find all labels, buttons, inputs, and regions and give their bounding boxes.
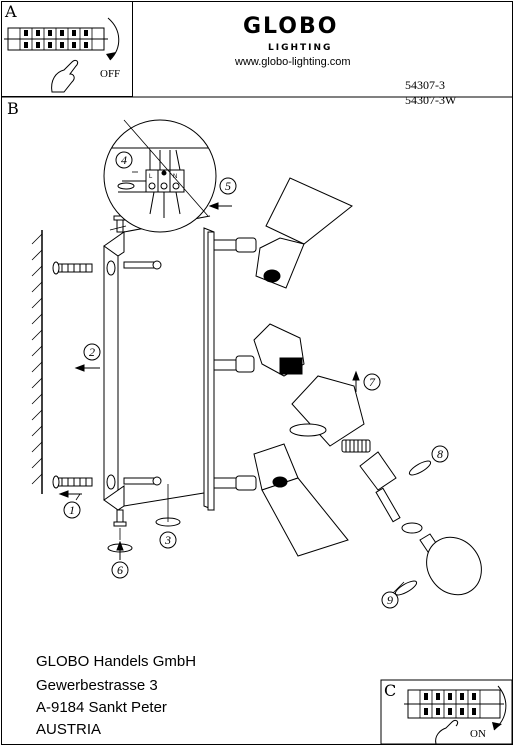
panel-c-letter: C bbox=[384, 681, 397, 700]
lamp-holder bbox=[359, 451, 423, 534]
terminal-label-n: N bbox=[173, 174, 177, 180]
spot-shade-bottom bbox=[253, 443, 349, 557]
bracket-screw bbox=[123, 260, 162, 486]
wall-screw bbox=[52, 475, 93, 489]
wiring-detail bbox=[103, 119, 217, 233]
leader-lines bbox=[75, 171, 405, 595]
wall-screw bbox=[52, 261, 93, 275]
step-9: 9 bbox=[387, 593, 393, 607]
step-1: 1 bbox=[69, 503, 75, 517]
spot-arm-bottom bbox=[213, 475, 257, 491]
arrows bbox=[58, 202, 360, 560]
panel-a-box bbox=[1, 1, 133, 97]
rotation-markers bbox=[107, 182, 432, 596]
brand-url: www.globo-lighting.com bbox=[235, 56, 351, 68]
step-2: 2 bbox=[89, 345, 95, 359]
address-line-2: Gewerbestrasse 3 bbox=[36, 677, 158, 694]
step-numbers: 1 2 3 4 5 6 7 8 9 bbox=[69, 153, 443, 607]
panel-b-letter: B bbox=[7, 99, 19, 118]
panel-c-switch-label: ON bbox=[470, 728, 486, 740]
spot-arm-top bbox=[213, 237, 257, 253]
spot-arm-middle bbox=[213, 355, 255, 373]
switch-arrow bbox=[107, 17, 120, 61]
model-number-1: 54307-3 bbox=[405, 78, 445, 92]
loose-shade bbox=[289, 375, 365, 447]
brand-logo: GLOBO bbox=[243, 14, 339, 39]
terminal-label-l: L bbox=[149, 174, 153, 180]
panel-a-switch-label: OFF bbox=[100, 68, 121, 80]
step-7: 7 bbox=[369, 375, 376, 389]
panel-a-letter: A bbox=[5, 2, 17, 21]
backplate bbox=[203, 227, 215, 511]
bulb bbox=[419, 533, 482, 596]
step-5: 5 bbox=[225, 179, 231, 193]
address-line-1: GLOBO Handels GmbH bbox=[36, 653, 197, 670]
step-8: 8 bbox=[437, 447, 443, 461]
step-circles bbox=[63, 151, 449, 609]
hand-icon bbox=[435, 719, 459, 745]
step-3: 3 bbox=[164, 533, 171, 547]
wall bbox=[31, 230, 43, 494]
step-6: 6 bbox=[117, 563, 123, 577]
hand-icon bbox=[51, 59, 79, 93]
step-4: 4 bbox=[121, 153, 127, 167]
address-line-3: A-9184 Sankt Peter bbox=[36, 699, 167, 716]
model-number-2: 54307-3W bbox=[405, 93, 457, 107]
mounting-bracket bbox=[103, 215, 211, 511]
panel-c-box bbox=[380, 679, 513, 745]
spot-shade-top bbox=[255, 177, 353, 289]
address-line-4: AUSTRIA bbox=[36, 721, 102, 738]
brand-sub: LIGHTING bbox=[268, 43, 333, 53]
ring-nut bbox=[341, 439, 371, 453]
lamp-socket-middle bbox=[253, 323, 305, 377]
